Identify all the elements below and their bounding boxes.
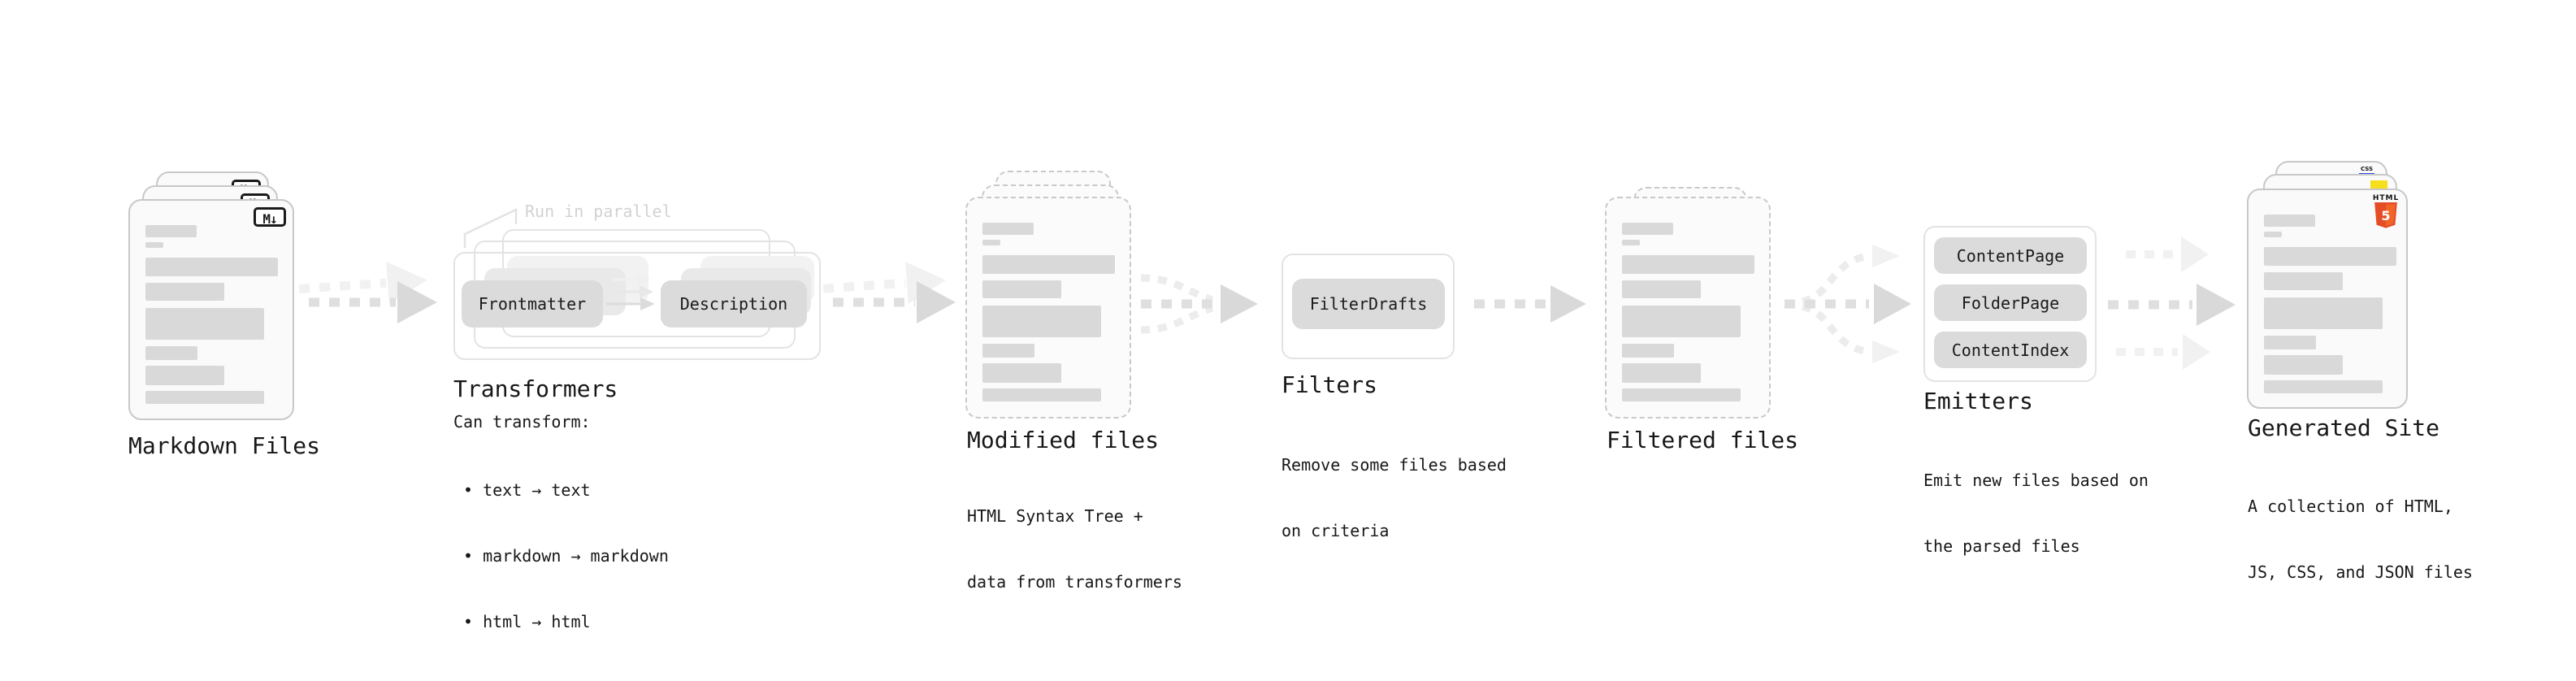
modified-files-caption: HTML Syntax Tree + data from transformer… <box>967 462 1182 637</box>
flow-arrow-filtered-to-emitters-fanout <box>1785 245 1911 363</box>
transformers-bullet: • html → html <box>463 612 591 631</box>
generated-file-html: HTML 5 <box>2247 189 2408 409</box>
stage-label-transformers: Transformers <box>453 375 618 402</box>
doc-line <box>145 391 264 404</box>
transformer-chip-frontmatter: Frontmatter <box>462 280 603 327</box>
emitters-caption: Emit new files based on the parsed files <box>1923 426 2149 601</box>
caption-line: the parsed files <box>1923 536 2080 556</box>
caption-line: A collection of HTML, <box>2248 497 2453 516</box>
html5-shield: 5 <box>2374 202 2397 228</box>
filters-caption: Remove some files based on criteria <box>1281 410 1507 586</box>
doc-line <box>2264 215 2315 227</box>
doc-line <box>982 388 1101 401</box>
js-icon <box>2370 180 2387 191</box>
markdown-icon: M↓ <box>254 207 286 227</box>
transformer-chip-description: Description <box>661 280 807 327</box>
doc-line <box>1622 255 1754 274</box>
transformers-caption-title: Can transform: <box>453 412 591 432</box>
doc-line <box>1622 388 1741 401</box>
doc-line <box>2264 355 2343 375</box>
transformers-bullet: • text → text <box>463 480 591 500</box>
doc-content-lines <box>982 223 1115 401</box>
caption-line: JS, CSS, and JSON files <box>2248 562 2473 582</box>
html5-icon-word: HTML <box>2372 194 2400 202</box>
filtered-file-front <box>1605 197 1771 419</box>
doc-line <box>145 258 278 276</box>
flow-arrow-emitters-to-generated <box>2108 236 2236 370</box>
css-icon-label: CSS <box>2360 166 2374 172</box>
caption-line: HTML Syntax Tree + <box>967 506 1143 526</box>
generated-site-caption: A collection of HTML, JS, CSS, and JSON … <box>2248 452 2473 627</box>
stage-label-modified-files: Modified files <box>967 427 1160 453</box>
doc-line <box>982 280 1061 298</box>
stage-label-filtered-files: Filtered files <box>1607 427 1799 453</box>
doc-line <box>982 223 1034 235</box>
doc-line <box>145 225 197 237</box>
doc-line <box>982 306 1101 337</box>
doc-line <box>982 363 1061 383</box>
doc-line <box>1622 280 1701 298</box>
doc-line <box>145 346 197 360</box>
transformers-bullets: • text → text • markdown → markdown • ht… <box>463 436 669 677</box>
caption-line: on criteria <box>1281 521 1390 540</box>
doc-line <box>982 344 1034 358</box>
doc-line <box>2264 336 2316 349</box>
svg-text:5: 5 <box>2381 208 2390 223</box>
doc-line <box>145 366 224 385</box>
flow-arrow-transformers-to-modified <box>822 262 956 323</box>
modified-file-front <box>965 197 1131 419</box>
doc-line <box>145 308 264 340</box>
stage-label-markdown-files: Markdown Files <box>128 432 321 459</box>
caption-line: Emit new files based on <box>1923 471 2149 490</box>
doc-line <box>145 283 224 301</box>
doc-line <box>1622 240 1640 245</box>
caption-line: data from transformers <box>967 572 1182 592</box>
transformer-frame-front <box>453 252 821 360</box>
doc-line <box>2264 247 2396 266</box>
doc-line <box>1622 344 1674 358</box>
emitter-chip-folderpage: FolderPage <box>1934 284 2087 321</box>
filters-frame <box>1281 254 1455 359</box>
doc-line <box>982 255 1115 274</box>
doc-line <box>1622 363 1701 383</box>
doc-line <box>1622 306 1741 337</box>
transformers-bullet: • markdown → markdown <box>463 546 669 566</box>
doc-line <box>2264 297 2383 329</box>
caption-line: Remove some files based <box>1281 455 1507 475</box>
emitters-frame <box>1923 226 2097 382</box>
stage-label-emitters: Emitters <box>1923 388 2033 414</box>
doc-content-lines <box>2264 215 2396 393</box>
html5-icon: HTML 5 <box>2371 194 2400 228</box>
flow-arrow-markdown-to-transformers <box>298 262 437 323</box>
stage-label-generated-site: Generated Site <box>2248 414 2440 441</box>
doc-line <box>2264 380 2383 393</box>
emitter-chip-contentindex: ContentIndex <box>1934 332 2087 368</box>
run-in-parallel-annotation: Run in parallel <box>525 202 672 221</box>
emitter-chip-contentpage: ContentPage <box>1934 237 2087 274</box>
filter-chip-filterdrafts: FilterDrafts <box>1292 279 1445 329</box>
doc-line <box>2264 232 2282 237</box>
markdown-file-front: M↓ <box>128 199 294 420</box>
doc-line <box>2264 272 2343 290</box>
flow-arrow-modified-to-filters-merge <box>1140 274 1258 334</box>
doc-line <box>1622 223 1673 235</box>
stage-label-filters: Filters <box>1281 371 1378 398</box>
doc-content-lines <box>1622 223 1754 401</box>
doc-line <box>145 242 163 248</box>
doc-line <box>982 240 1000 245</box>
doc-content-lines <box>145 225 278 404</box>
flow-arrow-filters-to-filtered <box>1474 285 1586 323</box>
